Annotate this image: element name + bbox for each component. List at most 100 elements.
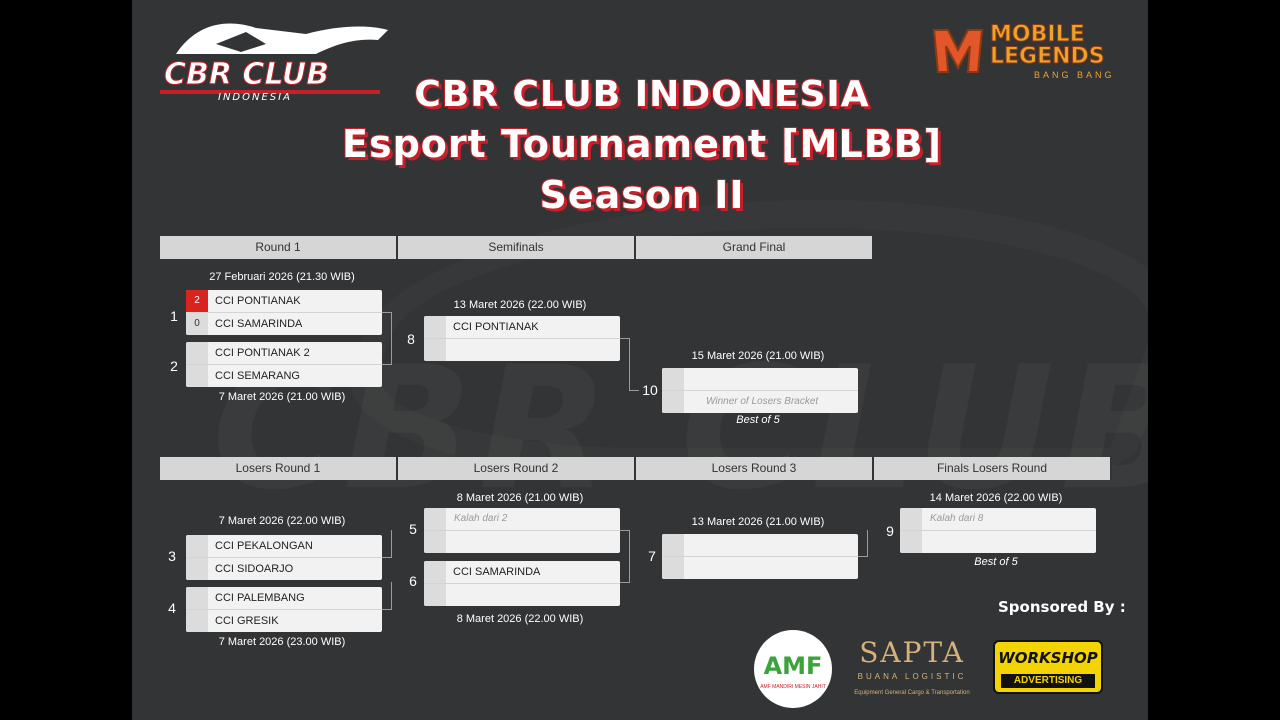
header-losers-round-1: Losers Round 1 — [160, 457, 398, 480]
match-4-team-2: CCI GRESIK — [215, 615, 279, 627]
match-10-seed-1 — [662, 368, 684, 390]
match-2-seed-1 — [186, 342, 208, 364]
match-1-score-1: 2 — [186, 290, 208, 312]
title-line-2: Esport Tournament [MLBB] — [341, 121, 942, 167]
match-4-team-1: CCI PALEMBANG — [215, 592, 305, 604]
match-2-team-1-row[interactable]: CCI PONTIANAK 2 — [186, 342, 382, 365]
sponsor-amf-mark: AMF — [763, 652, 823, 680]
match-10-seed-2 — [662, 391, 684, 413]
match-8-seed-1 — [424, 316, 446, 338]
match-7-seed-1 — [662, 534, 684, 556]
match-9-team-1: Kalah dari 8 — [930, 513, 984, 524]
match-3-team-1: CCI PEKALONGAN — [215, 540, 313, 552]
match-2-team-1: CCI PONTIANAK 2 — [215, 347, 310, 359]
connector — [391, 530, 392, 558]
match-7-number: 7 — [648, 548, 656, 564]
sponsor-sapta-logo: SAPTA BUANA LOGISTIC Equipment General C… — [842, 630, 982, 700]
match-2[interactable]: CCI PONTIANAK 2 CCI SEMARANG — [186, 342, 382, 387]
match-8-number: 8 — [407, 331, 415, 347]
connector — [391, 582, 392, 610]
sponsor-workshop-line2: ADVERTISING — [1001, 674, 1095, 688]
match-10-team-1-row[interactable] — [662, 368, 858, 391]
match-6-seed-1 — [424, 561, 446, 583]
match-5-team-2-row[interactable] — [424, 531, 620, 553]
match-6-team-2-row[interactable] — [424, 584, 620, 606]
match-3-seed-1 — [186, 535, 208, 557]
connector — [867, 530, 868, 557]
match-9-seed-2 — [900, 531, 922, 553]
connector — [620, 338, 630, 339]
match-1-number: 1 — [170, 308, 178, 324]
match-7-team-2-row[interactable] — [662, 557, 858, 579]
match-1-team-2-row[interactable]: 0 CCI SAMARINDA — [186, 313, 382, 335]
match-10-note: Best of 5 — [736, 414, 780, 426]
connector — [629, 390, 639, 391]
match-9-date: 14 Maret 2026 (22.00 WIB) — [929, 492, 1063, 504]
sponsor-sapta-sub: BUANA LOGISTIC — [857, 672, 967, 681]
match-6-number: 6 — [409, 573, 417, 589]
match-4[interactable]: CCI PALEMBANG CCI GRESIK — [186, 587, 382, 632]
match-4-seed-2 — [186, 610, 208, 632]
header-losers-round-3: Losers Round 3 — [636, 457, 874, 480]
sponsor-amf-name: AMF MANDIRI MESIN JAHIT — [760, 684, 826, 690]
header-semifinals: Semifinals — [398, 236, 636, 259]
match-8-team-2-row[interactable] — [424, 339, 620, 361]
match-1-team-2: CCI SAMARINDA — [215, 318, 303, 330]
match-6-date: 8 Maret 2026 (22.00 WIB) — [456, 613, 584, 625]
match-3[interactable]: CCI PEKALONGAN CCI SIDOARJO — [186, 535, 382, 580]
match-9-team-1-row[interactable]: Kalah dari 8 — [900, 508, 1096, 531]
match-5-number: 5 — [409, 521, 417, 537]
sponsor-workshop-logo: WORKSHOP ADVERTISING — [993, 640, 1103, 694]
ml-sub: BANG BANG — [1034, 70, 1115, 80]
match-9[interactable]: Kalah dari 8 — [900, 508, 1096, 553]
club-logo-main: CBR CLUB — [164, 57, 329, 92]
match-9-number: 9 — [886, 523, 894, 539]
match-4-team-2-row[interactable]: CCI GRESIK — [186, 610, 382, 632]
match-3-number: 3 — [168, 548, 176, 564]
match-6-team-1-row[interactable]: CCI SAMARINDA — [424, 561, 620, 584]
header-round-1: Round 1 — [160, 236, 398, 259]
match-2-team-2-row[interactable]: CCI SEMARANG — [186, 365, 382, 387]
match-8-team-1-row[interactable]: CCI PONTIANAK — [424, 316, 620, 339]
match-7-team-1-row[interactable] — [662, 534, 858, 557]
match-4-team-1-row[interactable]: CCI PALEMBANG — [186, 587, 382, 610]
match-1-score-2: 0 — [186, 313, 208, 335]
match-2-seed-2 — [186, 365, 208, 387]
match-6-seed-2 — [424, 584, 446, 606]
match-5-team-1: Kalah dari 2 — [454, 513, 508, 524]
match-10-team-2-row[interactable]: Winner of Losers Bracket — [662, 391, 858, 413]
match-5-date: 8 Maret 2026 (21.00 WIB) — [456, 492, 584, 504]
match-1-date: 27 Februari 2026 (21.30 WIB) — [209, 271, 355, 283]
match-9-team-2-row[interactable] — [900, 531, 1096, 553]
match-2-team-2: CCI SEMARANG — [215, 370, 300, 382]
club-logo-sub: INDONESIA — [218, 92, 292, 103]
match-5-seed-1 — [424, 508, 446, 530]
ml-line1: MOBILE — [990, 22, 1086, 47]
match-5-team-1-row[interactable]: Kalah dari 2 — [424, 508, 620, 531]
match-5[interactable]: Kalah dari 2 — [424, 508, 620, 553]
title-line-3: Season II — [538, 172, 745, 218]
match-7[interactable] — [662, 534, 858, 579]
ml-line2: LEGENDS — [990, 44, 1106, 69]
sponsor-amf-logo: AMF AMF MANDIRI MESIN JAHIT — [754, 630, 832, 708]
match-10[interactable]: Winner of Losers Bracket — [662, 368, 858, 413]
match-7-seed-2 — [662, 557, 684, 579]
match-10-team-2: Winner of Losers Bracket — [706, 396, 819, 407]
connector — [629, 338, 630, 390]
match-9-note: Best of 5 — [974, 556, 1018, 568]
header-losers-round-2: Losers Round 2 — [398, 457, 636, 480]
match-3-team-2-row[interactable]: CCI SIDOARJO — [186, 558, 382, 580]
connector — [629, 530, 630, 583]
match-3-team-2: CCI SIDOARJO — [215, 563, 294, 575]
match-1-team-1-row[interactable]: 2 CCI PONTIANAK — [186, 290, 382, 313]
match-6[interactable]: CCI SAMARINDA — [424, 561, 620, 606]
match-8[interactable]: CCI PONTIANAK — [424, 316, 620, 361]
match-1[interactable]: 2 CCI PONTIANAK 0 CCI SAMARINDA — [186, 290, 382, 335]
match-8-date: 13 Maret 2026 (22.00 WIB) — [453, 299, 587, 311]
match-3-team-1-row[interactable]: CCI PEKALONGAN — [186, 535, 382, 558]
connector — [620, 582, 630, 583]
ml-emblem-icon — [932, 29, 984, 73]
match-10-number: 10 — [642, 382, 658, 398]
bracket-canvas: CBR CLUB CBR CLUB INDONESIA MOBILE LEGEN… — [132, 0, 1148, 720]
match-6-team-1: CCI SAMARINDA — [453, 566, 541, 578]
